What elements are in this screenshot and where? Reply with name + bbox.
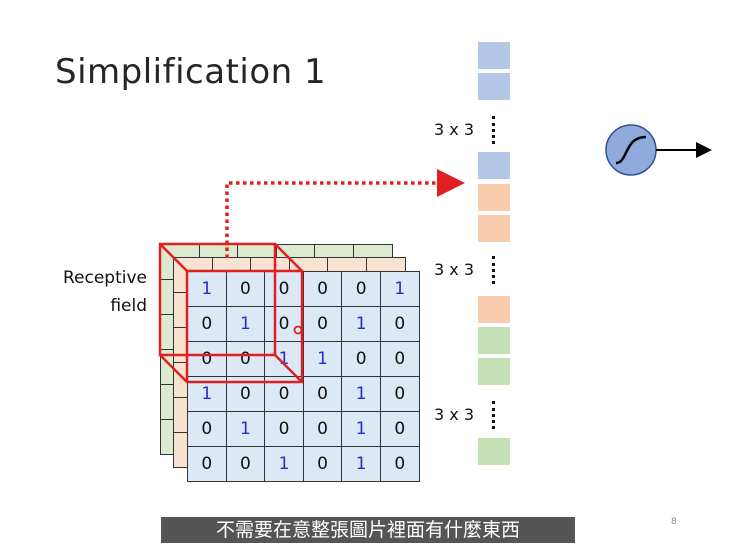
pixel-cell: 0	[379, 306, 420, 342]
pixel-cell: 0	[302, 306, 343, 342]
pixel-cell: 1	[225, 306, 266, 342]
filter-size-label-green: 3 x 3	[434, 405, 474, 424]
ellipsis-icon	[492, 401, 498, 429]
pixel-cell: 0	[341, 271, 381, 307]
ellipsis-icon	[492, 256, 498, 284]
input-weight-green	[478, 438, 510, 465]
pixel-cell: 1	[187, 271, 227, 307]
pixel-cell: 0	[379, 411, 420, 447]
receptive-field-arrow	[225, 169, 465, 258]
input-weight-green	[478, 327, 510, 354]
input-weight-blue	[478, 42, 510, 69]
input-weight-peach	[478, 215, 510, 242]
pixel-cell: 0	[187, 306, 227, 342]
sigmoid-neuron-icon	[605, 124, 657, 176]
pointer-dot-icon	[293, 325, 303, 335]
pixel-cell: 1	[379, 271, 420, 307]
pixel-cell: 1	[341, 446, 381, 482]
pixel-cell: 1	[341, 306, 381, 342]
pixel-cell: 0	[225, 341, 266, 377]
pixel-cell: 0	[379, 446, 420, 482]
page-number: 8	[671, 517, 677, 527]
filter-size-label-blue: 3 x 3	[434, 120, 474, 139]
pixel-cell: 0	[379, 341, 420, 377]
pixel-cell: 0	[225, 271, 266, 307]
pixel-cell: 0	[264, 306, 304, 342]
pixel-cell: 1	[341, 376, 381, 412]
input-weight-peach	[478, 184, 510, 211]
receptive-field-cube	[158, 242, 304, 384]
pixel-cell: 0	[302, 446, 343, 482]
receptive-field-label: Receptive field	[63, 264, 147, 320]
input-weight-blue	[478, 73, 510, 100]
ellipsis-icon	[492, 116, 498, 144]
input-weight-green	[478, 358, 510, 385]
pixel-cell: 0	[187, 446, 227, 482]
pixel-cell: 1	[264, 446, 304, 482]
slide-title: Simplification 1	[55, 52, 327, 92]
pixel-cell: 0	[264, 271, 304, 307]
caption-subtitle: 不需要在意整張圖片裡面有什麼東西	[161, 517, 575, 543]
pixel-cell: 1	[341, 411, 381, 447]
pixel-cell: 0	[187, 411, 227, 447]
input-weight-blue	[478, 152, 510, 179]
input-weight-peach	[478, 296, 510, 323]
pixel-cell: 0	[225, 446, 266, 482]
pixel-cell: 0	[379, 376, 420, 412]
pixel-cell: 1	[302, 341, 343, 377]
pixel-cell: 0	[302, 376, 343, 412]
filter-size-label-peach: 3 x 3	[434, 260, 474, 279]
receptive-label-line1: Receptive	[62, 268, 147, 288]
receptive-label-line2: field	[110, 296, 147, 316]
